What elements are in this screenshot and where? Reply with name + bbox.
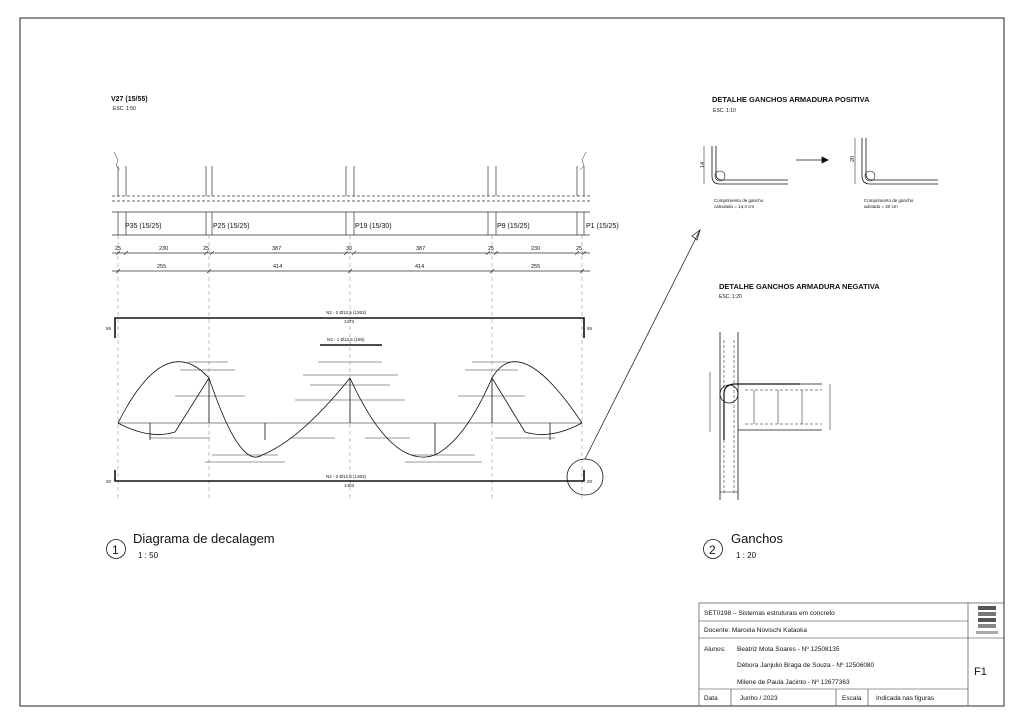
rebar-n4-length: 1403 xyxy=(344,483,355,488)
dimension-value: 25 xyxy=(203,246,209,252)
view-1-title: Diagrama de decalagem xyxy=(133,531,275,546)
view-2-marker xyxy=(703,539,723,559)
dimension-value: 387 xyxy=(416,246,425,252)
pillar-label: P9 (15/25) xyxy=(497,223,530,230)
dimension-value: 230 xyxy=(531,246,540,252)
view-2-number: 2 xyxy=(709,543,716,557)
detail-leader-line xyxy=(584,229,701,460)
rebar-n2-label: N2 - 2 Ø12,5 (1363) xyxy=(326,310,367,315)
hook-negative-drawing xyxy=(709,332,831,500)
view-1-marker xyxy=(106,539,126,559)
rebar-n3-label: N3 - 1 Ø12,5 (186) xyxy=(327,337,365,342)
date-value: Junho / 2023 xyxy=(740,695,778,702)
detail-callout-circle xyxy=(566,458,604,496)
hook-caption-right-2: adotado = 20 cm xyxy=(864,204,898,209)
rebar-n2 xyxy=(114,317,585,338)
dimension-value: 414 xyxy=(273,264,282,270)
hook-positive-scale: ESC. 1:10 xyxy=(713,108,736,114)
beam-scale: ESC. 1:50 xyxy=(113,106,136,112)
dimension-value: 25 xyxy=(576,246,582,252)
dimension-row-1: 25 230 25 387 30 387 25 230 25 xyxy=(115,246,582,252)
hook-positive-dim-right: 20 xyxy=(850,156,856,162)
title-block xyxy=(698,602,1005,707)
hook-caption-left-2: calculado = 14,4 cm xyxy=(714,204,754,209)
hook-caption-left-1: Comprimento de gancho xyxy=(714,198,764,203)
hook-positive-drawing xyxy=(703,138,938,185)
beam-elevation xyxy=(112,151,590,500)
dimension-value: 255 xyxy=(157,264,166,270)
student-2: Débora Janjulio Braga de Souza - Nº 1250… xyxy=(737,662,875,669)
anchorage-marks xyxy=(150,361,555,463)
dimension-value: 414 xyxy=(415,264,424,270)
rebar-n2-hook-left: 55 xyxy=(106,326,112,331)
view-2-scale: 1 : 20 xyxy=(736,551,757,560)
pillar-labels: P35 (15/25) P25 (15/25) P19 (15/30) P9 (… xyxy=(125,223,619,230)
student-1: Beatriz Mota Soares - Nº 12508135 xyxy=(737,646,840,653)
sheet-number: F1 xyxy=(974,666,987,678)
dimension-row-2: 255 414 414 255 xyxy=(157,264,540,270)
scale-label: Escala xyxy=(842,695,862,702)
date-label: Data xyxy=(704,695,718,702)
pillar-label: P25 (15/25) xyxy=(213,223,250,230)
hook-positive-title: DETALHE GANCHOS ARMADURA POSITIVA xyxy=(712,95,870,104)
rebar-n4-hook-left: 20 xyxy=(106,479,112,484)
beam-title: V27 (15/55) xyxy=(111,96,148,103)
view-1-scale: 1 : 50 xyxy=(138,551,159,560)
hook-negative-scale: ESC. 1:20 xyxy=(719,294,742,300)
rebar-n2-hook-right: 55 xyxy=(587,326,593,331)
rebar-n4 xyxy=(114,470,585,482)
rebar-n2-length: 1473 xyxy=(344,319,355,324)
pillar-label: P35 (15/25) xyxy=(125,223,162,230)
column-lines xyxy=(117,166,585,235)
dimension-value: 255 xyxy=(531,264,540,270)
university-logo xyxy=(976,606,998,634)
hook-caption-right-1: Comprimento de gancho xyxy=(864,198,914,203)
moment-diagram xyxy=(117,361,583,458)
rebar-n4-hook-right: 20 xyxy=(587,479,593,484)
leader-arrow-icon xyxy=(691,229,701,241)
student-3: Milene de Paula Jacinto - Nº 12677363 xyxy=(737,679,850,686)
pillar-label: P1 (15/25) xyxy=(586,223,619,230)
dimension-value: 387 xyxy=(272,246,281,252)
hook-negative-title: DETALHE GANCHOS ARMADURA NEGATIVA xyxy=(719,282,880,291)
dimension-value: 230 xyxy=(159,246,168,252)
sheet-border xyxy=(19,17,1005,707)
view-1-number: 1 xyxy=(112,543,119,557)
rebar-n4-label: N4 - 2 Ø12,5 (1363) xyxy=(326,474,367,479)
scale-value: Indicada nas figuras xyxy=(876,695,935,702)
hook-positive-dim-left: 14 xyxy=(700,162,706,168)
dimension-value: 30 xyxy=(346,246,352,252)
students-label: Alunos: xyxy=(704,646,726,653)
course-name: SET0198 – Sistemas estruturais em concre… xyxy=(704,610,835,617)
pillar-label: P19 (15/30) xyxy=(355,223,392,230)
teacher-name: Docente: Marcela Novischi Kataoka xyxy=(704,627,807,634)
dimension-value: 25 xyxy=(488,246,494,252)
view-2-title: Ganchos xyxy=(731,531,784,546)
dimension-value: 25 xyxy=(115,246,121,252)
